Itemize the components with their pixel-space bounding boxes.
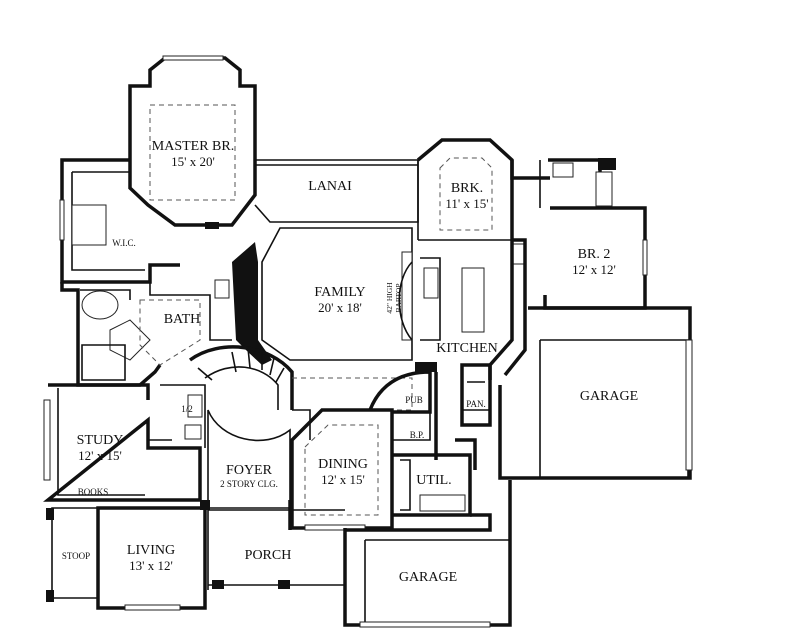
walk-in-closet (59, 158, 180, 284)
study (43, 383, 206, 502)
master-bedroom-size: 15' x 20' (171, 154, 215, 169)
garage-right (498, 306, 693, 480)
living-room (96, 500, 210, 611)
bath (60, 279, 232, 387)
dining-size: 12' x 15' (321, 472, 365, 487)
utility-room (345, 453, 492, 532)
pub-label: PUB (405, 395, 423, 405)
master-bedroom (128, 55, 257, 229)
utility-label: UTIL. (416, 473, 451, 488)
stoop-label: STOOP (62, 551, 90, 561)
master-bedroom-label: MASTER BR. (152, 139, 234, 154)
bartop-note: 42" HIGH BARTOP (385, 282, 403, 314)
foyer-label: FOYER (226, 463, 273, 478)
lanai-label: LANAI (308, 179, 352, 194)
wic-label: W.I.C. (112, 238, 135, 248)
bedroom-2-size: 12' x 12' (572, 262, 616, 277)
study-label: STUDY (77, 433, 124, 448)
family-size: 20' x 18' (318, 300, 362, 315)
kitchen-label: KITCHEN (436, 341, 497, 356)
bedroom-2 (510, 158, 648, 310)
bartop-line-1: 42" HIGH (385, 282, 394, 314)
bedroom-2-label: BR. 2 (578, 247, 611, 262)
family-label: FAMILY (314, 285, 365, 300)
books-label: BOOKS (78, 487, 109, 497)
lanai (254, 159, 419, 223)
breakfast-label: BRK. (451, 181, 483, 196)
porch-label: PORCH (245, 548, 292, 563)
foyer-note: 2 STORY CLG. (220, 479, 278, 489)
half-bath-label: 1/2 (181, 404, 193, 414)
living-size: 13' x 12' (129, 558, 173, 573)
garage-front-label: GARAGE (399, 570, 457, 585)
garage-front (343, 480, 512, 628)
bath-label: BATH (164, 312, 201, 327)
pantry-label: PAN. (466, 399, 485, 409)
dining-label: DINING (318, 457, 368, 472)
staircase (188, 345, 311, 440)
dining-room (290, 408, 394, 531)
bp-label: B.P. (410, 430, 425, 440)
garage-right-label: GARAGE (580, 389, 638, 404)
study-size: 12' x 15' (78, 448, 122, 463)
breakfast-nook (416, 138, 514, 241)
bartop-line-2: BARTOP (394, 283, 403, 312)
living-label: LIVING (127, 543, 175, 558)
porch (207, 509, 345, 590)
family-room (232, 227, 413, 365)
breakfast-size: 11' x 15' (445, 196, 488, 211)
kitchen (420, 238, 527, 380)
